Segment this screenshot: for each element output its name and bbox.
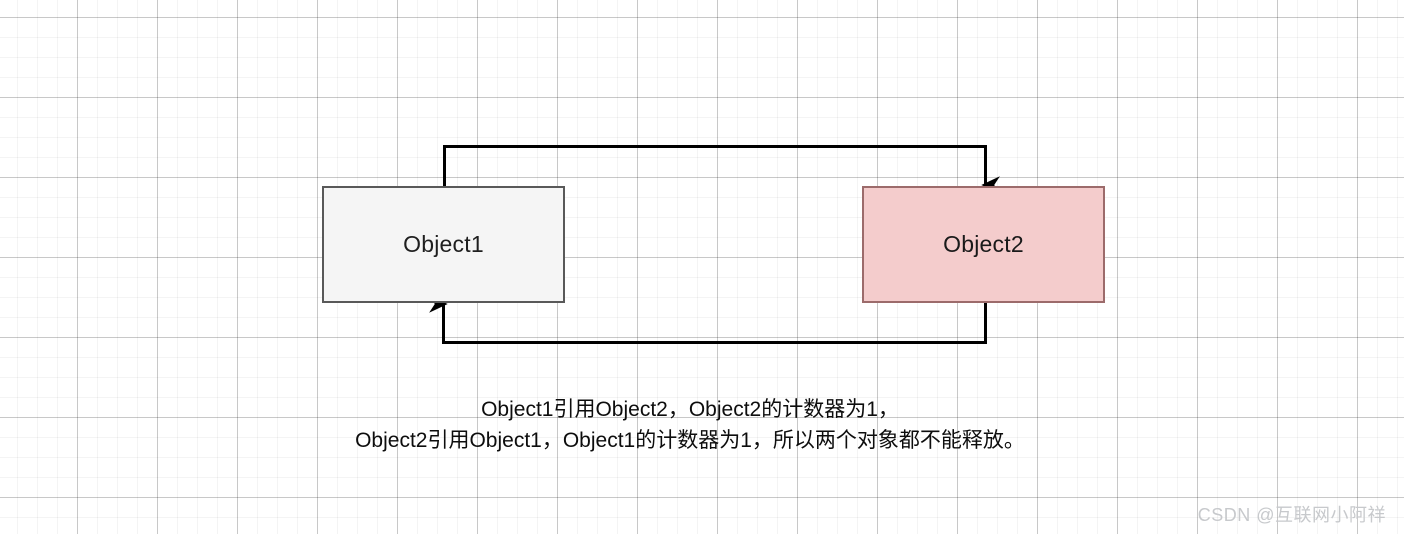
node-object2[interactable]: Object2: [862, 186, 1105, 303]
edge-path-object1-to-object2: [443, 145, 1000, 194]
caption-line-1: Object1引用Object2，Object2的计数器为1，: [481, 398, 899, 421]
caption-line-2: Object2引用Object1，Object1的计数器为1，所以两个对象都不能…: [355, 429, 1025, 452]
edge-path-object2-to-object1: [429, 295, 987, 344]
node-object1-label: Object1: [403, 231, 484, 257]
node-object2-label: Object2: [943, 231, 1024, 257]
watermark: CSDN @互联网小阿祥: [1197, 505, 1386, 525]
node-object1[interactable]: Object1: [322, 186, 565, 303]
caption-block: Object1引用Object2，Object2的计数器为1， Object2引…: [0, 394, 1380, 456]
